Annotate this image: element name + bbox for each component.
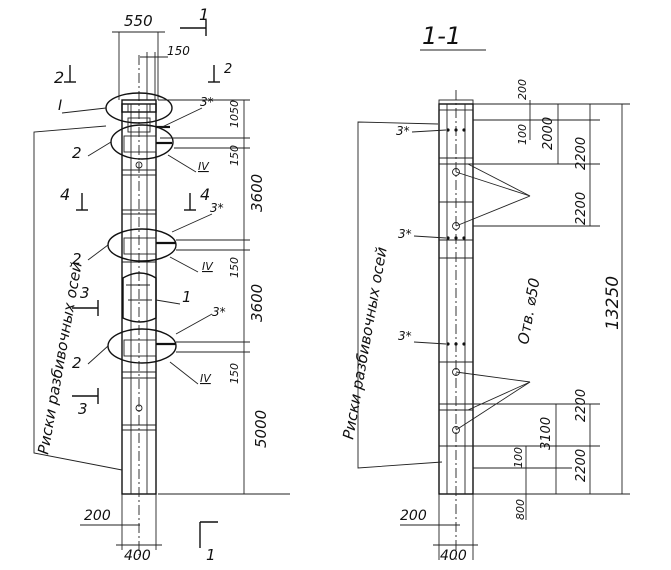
dim-3600-b: 3600 <box>248 284 266 322</box>
section-4-right: 4 <box>200 185 210 204</box>
dim-150-b: 150 <box>228 257 241 278</box>
left-view: 550 150 1 2 2 4 4 3 3 I 2 <box>33 5 290 564</box>
dim-2200-c: 2200 <box>574 389 589 422</box>
section-1-bottom: 1 <box>206 546 216 564</box>
dim-200-top: 200 <box>516 79 529 100</box>
column-bands-right <box>439 157 473 447</box>
right-view: 1-1 <box>339 22 630 564</box>
label-3star-r2: 3* <box>398 227 412 241</box>
dim-1050: 1050 <box>228 100 241 128</box>
dim-800: 800 <box>514 499 527 520</box>
dim-200-left: 200 <box>84 508 111 524</box>
axis-marks-label-right: Риски разбивочных осей <box>339 245 391 440</box>
dim-5000: 5000 <box>252 410 270 448</box>
dim-2000: 2000 <box>541 117 556 150</box>
dim-100-top: 100 <box>516 124 529 145</box>
dim-400-right: 400 <box>440 548 467 564</box>
dim-100-bottom: 100 <box>512 447 525 468</box>
dim-200-right: 200 <box>400 508 427 524</box>
hole-note: Отв. ⌀50 <box>514 277 543 346</box>
node-label-2-low: 2 <box>72 354 82 372</box>
section-2-left: 2 <box>54 68 64 87</box>
label-IV-1: IV <box>198 160 210 173</box>
label-3star-mid: 3* <box>210 201 224 215</box>
label-3star-low: 3* <box>212 305 226 319</box>
dim-3100: 3100 <box>539 417 554 450</box>
dim-2200-b: 2200 <box>574 192 589 225</box>
node-label-2-top: 2 <box>72 144 82 162</box>
section-4-left: 4 <box>60 185 70 204</box>
axis-marks-leader-left <box>33 125 123 471</box>
section-3-upper: 3 <box>80 284 90 302</box>
dim-150-a: 150 <box>228 145 241 166</box>
column-bands-left <box>122 169 156 431</box>
holes <box>446 128 466 434</box>
section-1-top: 1 <box>199 5 209 24</box>
dim-150-c: 150 <box>228 363 241 384</box>
node-label-I: I <box>58 98 62 114</box>
label-3star-r3: 3* <box>398 329 412 343</box>
dim-13250: 13250 <box>603 276 623 330</box>
dim-400-left: 400 <box>124 548 151 564</box>
section-3-lower: 3 <box>78 400 88 418</box>
section-title-1-1: 1-1 <box>422 22 461 50</box>
node-oval-2-low <box>107 328 177 364</box>
node-label-2-mid: 2 <box>72 250 82 268</box>
insert-1 <box>122 272 157 323</box>
node-oval-2-mid <box>107 228 177 262</box>
label-IV-2: IV <box>202 260 214 273</box>
insert-label-1: 1 <box>182 288 192 306</box>
label-3star-top: 3* <box>200 95 214 109</box>
section-2-right: 2 <box>224 62 232 77</box>
hole-leaders <box>455 163 531 431</box>
dim-550: 550 <box>124 12 153 30</box>
dim-2200-d: 2200 <box>574 449 589 482</box>
label-3star-r1: 3* <box>396 124 410 138</box>
dim-3600-a: 3600 <box>248 174 266 212</box>
dim-2200-a: 2200 <box>574 137 589 170</box>
node-details-left <box>123 117 176 412</box>
label-IV-3: IV <box>200 372 212 385</box>
dim-150-top: 150 <box>167 44 190 58</box>
axis-marks-leader-right <box>357 121 443 469</box>
